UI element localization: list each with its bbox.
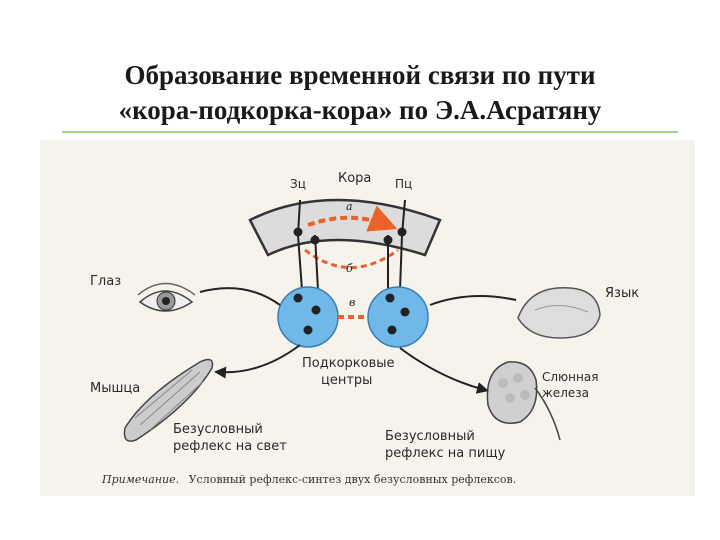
path-v-label: в <box>349 296 355 309</box>
title-divider <box>62 131 678 133</box>
sub-node-l2 <box>312 306 321 315</box>
muscle-efferent-line <box>218 345 300 372</box>
sub-node-r3 <box>388 326 397 335</box>
gland-label-line2: железа <box>542 386 589 400</box>
cortex-node-left-1 <box>294 228 303 237</box>
muscle-label: Мышца <box>90 381 140 396</box>
gland-efferent-line <box>400 348 485 390</box>
cortex-node-right-1 <box>398 228 407 237</box>
sub-node-l3 <box>304 326 313 335</box>
note-text: Условный рефлекс-синтез двух безусловных… <box>189 473 517 486</box>
title-line-1: Образование временной связи по пути <box>125 60 596 90</box>
sub-node-r1 <box>386 294 395 303</box>
cortex-band <box>250 200 440 255</box>
food-center-label: Пц <box>395 177 412 191</box>
note-prefix: Примечание. <box>101 473 179 486</box>
sub-node-l1 <box>294 294 303 303</box>
subcortical-center-right <box>368 287 428 347</box>
diagram-canvas: Кора Зц Пц а б в <box>40 140 695 496</box>
reflex-food-line2: рефлекс на пищу <box>385 446 506 461</box>
title-line-2: «кора-подкорка-кора» по Э.А.Асратяну <box>119 95 602 125</box>
sub-node-r2 <box>401 308 410 317</box>
cortex-node-right-2 <box>384 236 393 245</box>
eye-afferent-line <box>200 288 280 305</box>
tongue-afferent-line <box>430 296 516 305</box>
gland-label-line1: Слюнная <box>542 370 598 384</box>
tongue-label: Язык <box>605 286 639 301</box>
subcortical-label-line1: Подкорковые <box>302 356 395 371</box>
cortex-label: Кора <box>338 171 371 186</box>
reflex-light-line2: рефлекс на свет <box>173 439 287 454</box>
cortex-node-left-2 <box>311 236 320 245</box>
subcortical-center-left <box>278 287 338 347</box>
visual-center-label: Зц <box>290 177 306 191</box>
path-a-label: а <box>346 200 353 213</box>
diagram-note: Примечание. Условный рефлекс-синтез двух… <box>101 473 516 486</box>
path-b-label: б <box>346 262 353 275</box>
reflex-food-line1: Безусловный <box>385 429 475 444</box>
reflex-diagram: Кора Зц Пц а б в <box>40 140 695 496</box>
subcortical-label-line2: центры <box>321 373 372 388</box>
eye-label: Глаз <box>90 274 121 289</box>
reflex-light-line1: Безусловный <box>173 422 263 437</box>
eye-icon <box>138 284 195 312</box>
tongue-icon <box>518 288 600 338</box>
slide-title: Образование временной связи по пути «кор… <box>40 58 680 128</box>
